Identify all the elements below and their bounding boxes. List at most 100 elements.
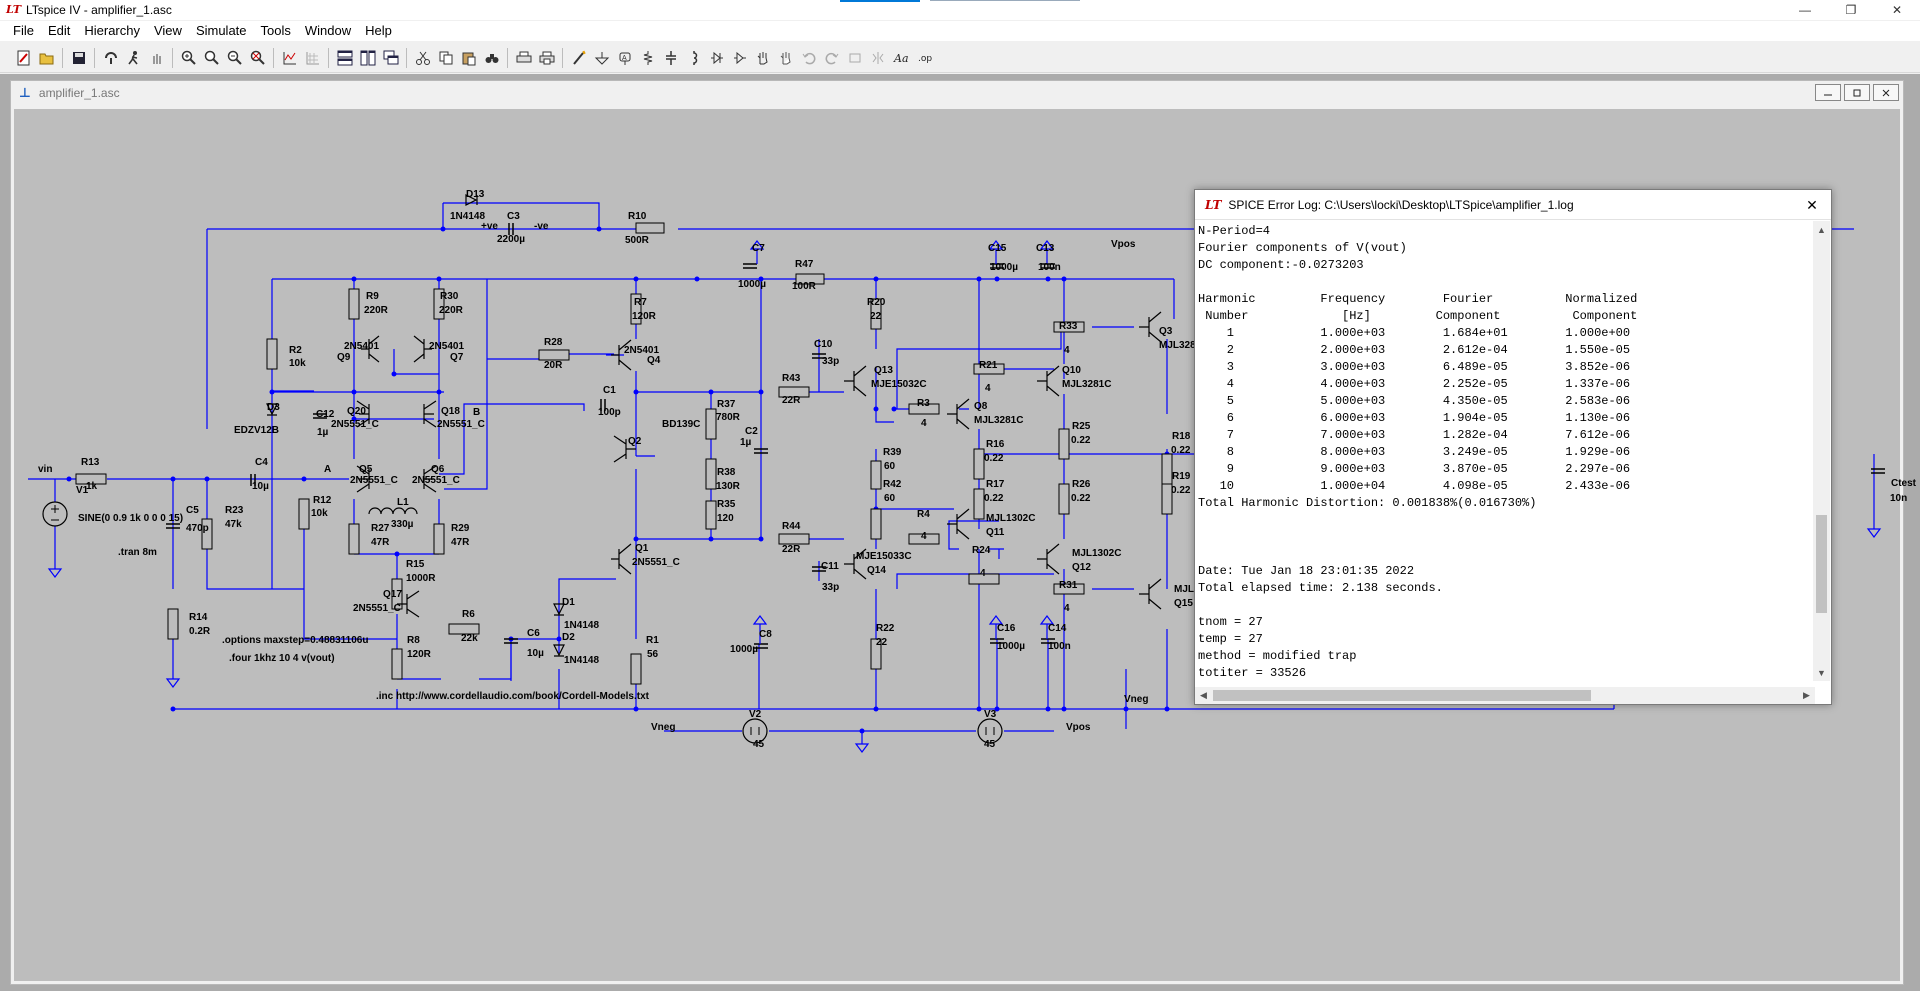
schematic-label[interactable]: 60 [884, 461, 896, 472]
scroll-left-icon[interactable]: ◀ [1200, 690, 1207, 700]
schematic-label[interactable]: Q11 [986, 527, 1005, 538]
schematic-label[interactable]: BD139C [662, 419, 701, 430]
schematic-label[interactable]: MJE15032C [871, 379, 927, 390]
new-schematic-icon[interactable] [12, 47, 35, 69]
schematic-label[interactable]: R9 [366, 291, 379, 302]
zoom-pan-icon[interactable] [200, 47, 223, 69]
schematic-label[interactable]: C2 [745, 426, 758, 437]
schematic-label[interactable]: .inc http://www.cordellaudio.com/book/Co… [376, 691, 649, 702]
schematic-label[interactable]: 22R [782, 544, 801, 555]
cascade-icon[interactable] [379, 47, 402, 69]
capacitor-icon[interactable] [659, 47, 682, 69]
schematic-label[interactable]: Vneg [651, 722, 676, 733]
schematic-label[interactable]: Q5 [359, 464, 373, 475]
schematic-label[interactable]: R22 [876, 623, 895, 634]
schematic-label[interactable]: MJL3281C [974, 415, 1024, 426]
schematic-label[interactable]: R47 [795, 259, 814, 270]
schematic-label[interactable]: 47R [451, 537, 470, 548]
schematic-label[interactable]: Q8 [974, 401, 988, 412]
schematic-label[interactable]: R2 [289, 345, 302, 356]
error-log-close-button[interactable]: ✕ [1806, 196, 1818, 213]
schematic-label[interactable]: 2N5401 [429, 341, 465, 352]
schematic-label[interactable]: 33p [822, 582, 840, 593]
schematic-label[interactable]: Q14 [867, 565, 886, 576]
rotate-icon[interactable] [843, 47, 866, 69]
vertical-scroll-thumb[interactable] [1816, 515, 1827, 613]
schematic-label[interactable]: C14 [1048, 623, 1067, 634]
menu-hierarchy[interactable]: Hierarchy [84, 23, 140, 38]
schematic-label[interactable]: 4 [1064, 603, 1070, 614]
schematic-label[interactable]: 100n [1038, 262, 1061, 273]
schematic-label[interactable]: MJL1302C [1072, 548, 1122, 559]
label-net-icon[interactable]: A [613, 47, 636, 69]
zoom-out-icon[interactable] [223, 47, 246, 69]
schematic-label[interactable]: C3 [507, 211, 520, 222]
schematic-label[interactable]: 45 [984, 739, 996, 750]
halt-icon[interactable] [145, 47, 168, 69]
schematic-label[interactable]: +ve [481, 221, 498, 232]
schematic-label[interactable]: 4 [921, 418, 927, 429]
schematic-label[interactable]: R27 [371, 523, 390, 534]
schematic-label[interactable]: 0.2R [189, 626, 211, 637]
schematic-label[interactable]: MJL3281C [1062, 379, 1112, 390]
schematic-label[interactable]: 1k [86, 481, 98, 492]
schematic-close-button[interactable] [1873, 84, 1899, 101]
schematic-label[interactable]: 2N5551_C [353, 603, 401, 614]
save-icon[interactable] [67, 47, 90, 69]
schematic-label[interactable]: 500R [625, 235, 649, 246]
schematic-label[interactable]: R44 [782, 521, 801, 532]
schematic-label[interactable]: .options maxstep=0.48831106u [222, 635, 369, 646]
schematic-label[interactable]: MJL3281 [1159, 340, 1202, 351]
schematic-label[interactable]: R28 [544, 337, 563, 348]
schematic-label[interactable]: R26 [1072, 479, 1091, 490]
schematic-label[interactable]: Q3 [1159, 326, 1173, 337]
schematic-label[interactable]: 0.22 [1171, 445, 1191, 456]
schematic-label[interactable]: C16 [997, 623, 1016, 634]
schematic-label[interactable]: V3 [984, 709, 997, 720]
schematic-label[interactable]: 0.22 [1171, 485, 1191, 496]
move-icon[interactable] [751, 47, 774, 69]
schematic-label[interactable]: R18 [1172, 431, 1191, 442]
schematic-label[interactable]: A [324, 464, 332, 475]
schematic-label[interactable]: Q9 [337, 352, 351, 363]
minimize-button[interactable]: — [1799, 3, 1811, 17]
schematic-label[interactable]: 47R [371, 537, 390, 548]
schematic-label[interactable]: V1 [76, 485, 89, 496]
inductor-icon[interactable] [682, 47, 705, 69]
resistor-icon[interactable] [636, 47, 659, 69]
schematic-label[interactable]: C11 [821, 561, 839, 572]
schematic-label[interactable]: vin [38, 464, 53, 475]
schematic-label[interactable]: 1000µ [990, 262, 1019, 273]
schematic-label[interactable]: 0.22 [984, 453, 1004, 464]
schematic-label[interactable]: R31 [1059, 580, 1078, 591]
mirror-icon[interactable] [866, 47, 889, 69]
open-icon[interactable] [35, 47, 58, 69]
schematic-label[interactable]: R33 [1059, 321, 1078, 332]
schematic-label[interactable]: Q4 [647, 355, 661, 366]
close-button[interactable]: ✕ [1891, 3, 1903, 17]
schematic-label[interactable]: 22 [876, 637, 888, 648]
schematic-label[interactable]: 1N4148 [564, 620, 600, 631]
schematic-label[interactable]: C13 [1036, 243, 1055, 254]
menu-simulate[interactable]: Simulate [195, 23, 247, 38]
schematic-label[interactable]: 33p [822, 356, 840, 367]
menu-file[interactable]: File [13, 23, 34, 38]
schematic-label[interactable]: 100n [1048, 641, 1071, 652]
schematic-label[interactable]: 0.22 [1071, 493, 1091, 504]
schematic-label[interactable]: R30 [440, 291, 459, 302]
zoom-in-icon[interactable] [177, 47, 200, 69]
schematic-label[interactable]: 1000µ [997, 641, 1026, 652]
schematic-label[interactable]: R29 [451, 523, 470, 534]
schematic-label[interactable]: C1 [603, 385, 616, 396]
schematic-label[interactable]: 220R [439, 305, 463, 316]
schematic-label[interactable]: D3 [267, 402, 280, 413]
schematic-label[interactable]: 56 [647, 649, 659, 660]
schematic-label[interactable]: -ve [534, 221, 549, 232]
ground-icon[interactable] [590, 47, 613, 69]
error-log-vertical-scrollbar[interactable]: ▲ ▼ [1813, 221, 1830, 681]
schematic-label[interactable]: D13 [466, 189, 485, 200]
schematic-label[interactable]: 4 [921, 531, 927, 542]
menu-tools[interactable]: Tools [260, 23, 291, 38]
schematic-label[interactable]: R19 [1172, 471, 1191, 482]
schematic-minimize-button[interactable] [1815, 84, 1841, 101]
